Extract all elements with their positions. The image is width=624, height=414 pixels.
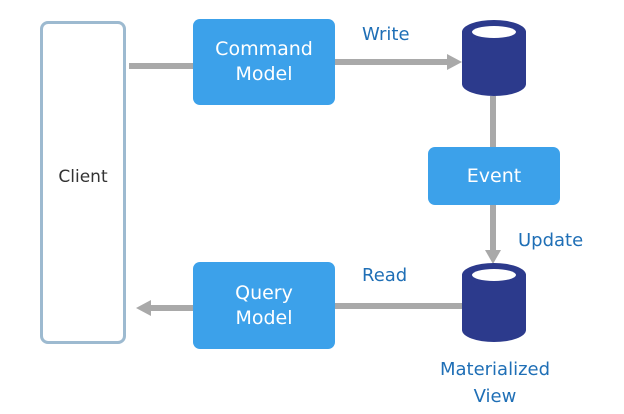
write-arrowhead: [447, 54, 462, 70]
read-edge-label: Read: [362, 265, 408, 286]
event-node: Event: [428, 147, 560, 205]
client-node: Client: [40, 21, 126, 344]
command-model-node: Command Model: [193, 19, 335, 105]
update-arrowhead: [485, 250, 501, 264]
query-model-label: Query Model: [235, 281, 293, 329]
materialized-view-label-text: Materialized View: [439, 359, 551, 407]
query-to-client-arrowhead: [136, 300, 151, 316]
command-model-label: Command Model: [215, 38, 313, 85]
materialized-view-database-icon: [462, 263, 526, 342]
update-edge-label: Update: [518, 230, 584, 251]
materialized-view-label: Materialized View: [420, 356, 570, 410]
write-edge-label: Write: [362, 24, 410, 45]
query-model-node: Query Model: [193, 262, 335, 349]
event-label: Event: [466, 164, 522, 187]
write-store-database-icon: [462, 20, 526, 96]
client-label: Client: [58, 166, 108, 187]
